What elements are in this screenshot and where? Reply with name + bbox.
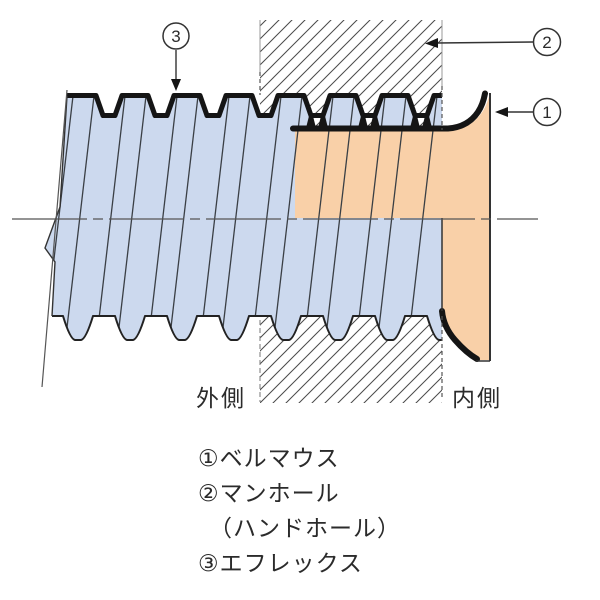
spiral-lines	[45, 95, 438, 337]
legend-item-manhole: ②マンホール	[198, 476, 401, 511]
pipe-break-edge	[44, 95, 68, 317]
legend-item-eflex: ③エフレックス	[198, 546, 401, 581]
label-outside: 外側	[196, 385, 246, 411]
pipe-break-extension-line	[41, 89, 68, 388]
legend-label: マンホール	[219, 480, 340, 506]
callout-bellmouth: 1	[495, 97, 562, 127]
legend-marker: ②	[198, 480, 220, 506]
legend-label: ハンドホール）	[233, 515, 401, 541]
pipe-corrugation-outline	[67, 93, 442, 118]
bellmouth-outline-top	[290, 90, 488, 132]
bellmouth-lower-foot	[442, 218, 490, 360]
manhole-wall-hatch-top	[260, 20, 442, 131]
bellmouth-outline-bottom	[439, 308, 480, 362]
callout-manhole: 2	[425, 27, 562, 57]
pipe-bottom-profile	[52, 315, 442, 341]
callout-manhole-number: 2	[542, 33, 551, 52]
legend-label: ベルマウス	[219, 445, 340, 471]
legend-item-handhole: （ハンドホール）	[198, 511, 401, 546]
legend-marker: （	[209, 515, 233, 541]
legend-label: エフレックス	[219, 550, 363, 576]
legend-marker: ③	[198, 550, 220, 576]
legend-marker: ①	[198, 445, 220, 471]
arrow-left-icon	[495, 107, 508, 117]
legend-item-bellmouth: ①ベルマウス	[198, 441, 401, 476]
callout-eflex-number: 3	[171, 27, 180, 46]
label-inside: 内側	[452, 385, 502, 411]
arrow-down-icon	[171, 79, 181, 91]
legend: ①ベルマウス ②マンホール （ハンドホール） ③エフレックス	[198, 441, 401, 581]
bellmouth-grip-teeth	[305, 108, 433, 130]
callout-bellmouth-number: 1	[542, 103, 551, 122]
callout-eflex: 3	[162, 22, 190, 91]
arrow-left-icon	[425, 38, 438, 48]
